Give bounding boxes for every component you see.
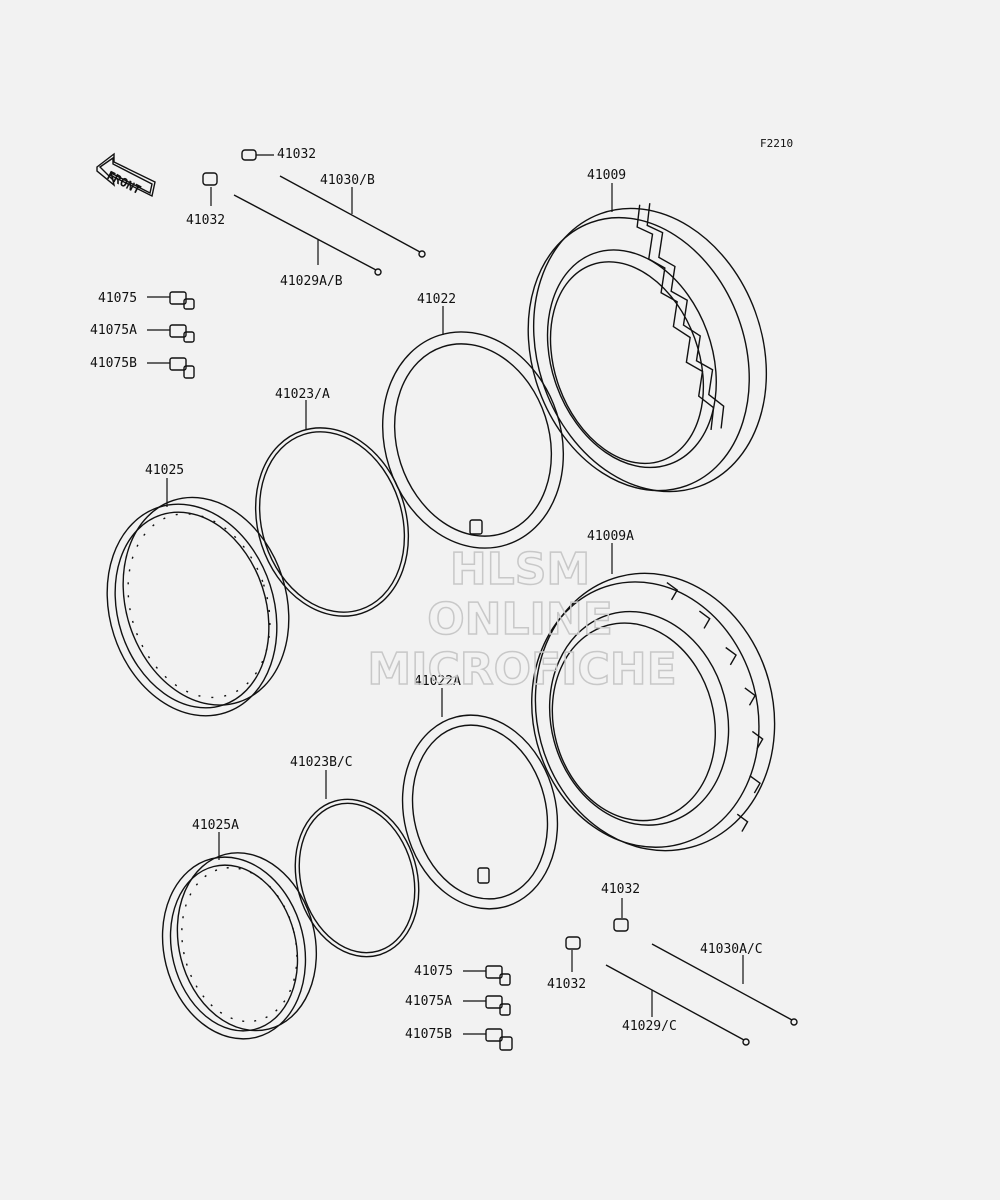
valve-cap-41032-left xyxy=(202,172,218,206)
valve-41075b xyxy=(147,357,195,379)
spoke-41029ab xyxy=(233,194,382,276)
valve-41075 xyxy=(147,291,195,310)
valve-41075-bottom xyxy=(463,965,511,986)
rim-41025a xyxy=(161,852,318,1040)
label-41075b-bottom: 41075B xyxy=(405,1027,452,1042)
valve-41075b-bottom xyxy=(463,1028,513,1051)
tube-41022 xyxy=(381,331,565,549)
valve-cap-41032-br2 xyxy=(565,936,581,972)
spoke-41029c xyxy=(605,964,750,1046)
valve-41075a-bottom xyxy=(463,995,511,1016)
diagram-code: F2210 xyxy=(760,137,793,150)
label-41029c: 41029/C xyxy=(622,1019,677,1034)
tire-41009a xyxy=(531,572,776,852)
label-41075: 41075 xyxy=(98,291,137,306)
label-41075a: 41075A xyxy=(90,323,137,338)
label-41029ab: 41029A/B xyxy=(280,274,343,289)
watermark-line2: ONLINE xyxy=(427,594,613,645)
label-41030b: 41030/B xyxy=(320,173,375,188)
label-41025: 41025 xyxy=(145,463,184,478)
rim-band-41023bc xyxy=(294,798,420,958)
front-arrow-icon: FRONT xyxy=(96,152,156,197)
tube-valve-41022 xyxy=(469,519,483,535)
label-41030ac: 41030A/C xyxy=(700,942,763,957)
watermark-line1: HLSM xyxy=(450,544,590,595)
front-arrow-text: FRONT xyxy=(105,168,144,197)
label-41032-top: 41032 xyxy=(277,147,316,162)
tire-41009 xyxy=(527,203,768,493)
label-41023a: 41023/A xyxy=(275,387,330,402)
label-41025a: 41025A xyxy=(192,818,239,833)
spoke-41030b xyxy=(279,175,426,258)
rim-band-41023a xyxy=(254,427,410,617)
rim-41025 xyxy=(106,496,290,717)
label-41032-br1: 41032 xyxy=(601,882,640,897)
label-41032-br2: 41032 xyxy=(547,977,586,992)
watermark-line3: MICROFICHE xyxy=(367,644,676,695)
tube-valve-41022a xyxy=(477,867,490,884)
valve-cap-41032-top xyxy=(241,149,274,161)
label-41022: 41022 xyxy=(417,292,456,307)
label-41075b: 41075B xyxy=(90,356,137,371)
watermark: HLSM ONLINE MICROFICHE xyxy=(367,543,678,696)
label-41009: 41009 xyxy=(587,168,626,183)
valve-41075a xyxy=(147,324,195,343)
tube-41022a xyxy=(401,714,559,910)
valve-cap-41032-br1 xyxy=(613,898,629,932)
label-41023bc: 41023B/C xyxy=(290,755,353,770)
label-41075a-bottom: 41075A xyxy=(405,994,452,1009)
label-41022a: 41022A xyxy=(414,674,461,689)
label-41032-left: 41032 xyxy=(186,213,225,228)
spoke-41030ac xyxy=(651,943,798,1026)
label-41075-bottom: 41075 xyxy=(414,964,453,979)
label-41009a: 41009A xyxy=(587,529,634,544)
